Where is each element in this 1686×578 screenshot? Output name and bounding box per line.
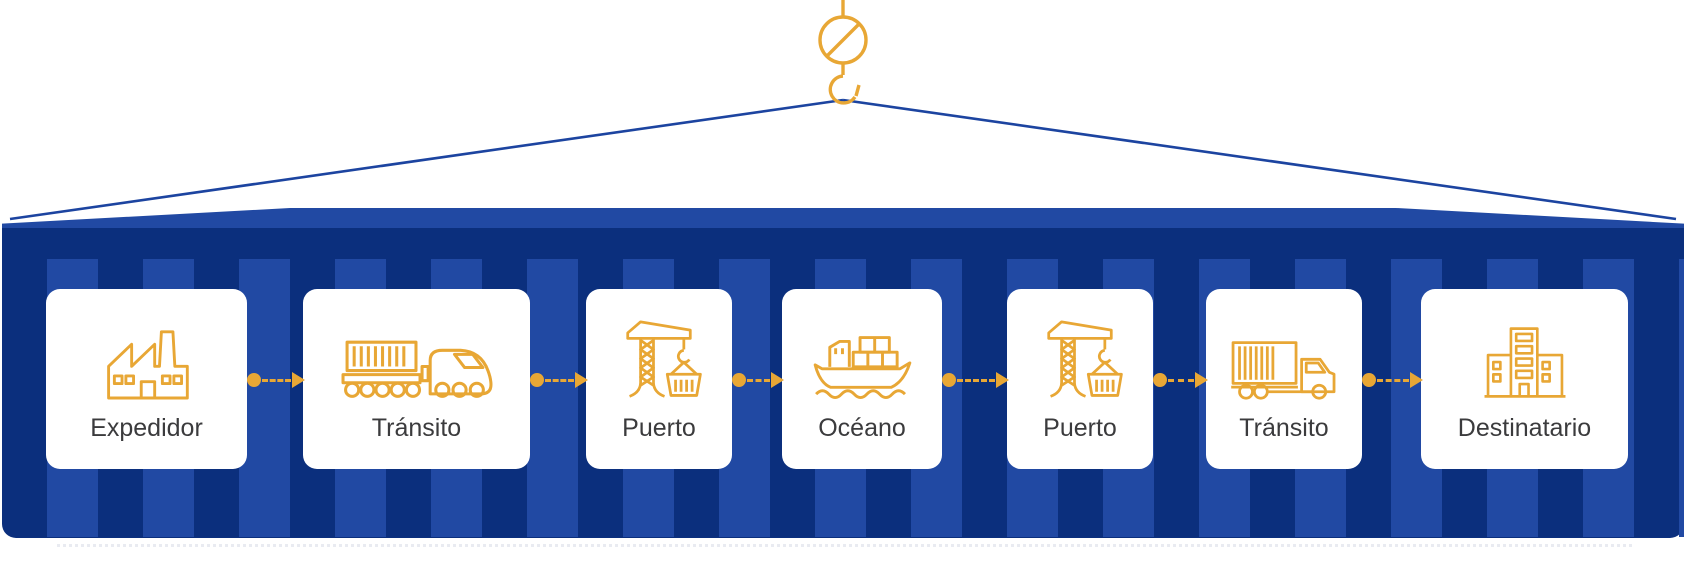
arrow-connector	[247, 372, 305, 388]
arrow-head-icon	[575, 372, 588, 388]
arrow-head-icon	[996, 372, 1009, 388]
arrow-connector	[530, 372, 588, 388]
arrow-head-icon	[1195, 372, 1208, 388]
card-destinatario: Destinatario	[1421, 289, 1628, 469]
arrow-dash	[1377, 378, 1409, 382]
arrow-dot	[530, 373, 544, 387]
arrow-dot	[942, 373, 956, 387]
factory-icon	[99, 323, 195, 401]
container-lid	[2, 208, 1684, 228]
card-expedidor: Expedidor	[46, 289, 247, 469]
arrow-head-icon	[1410, 372, 1423, 388]
arrow-dot	[1362, 373, 1376, 387]
office-building-icon	[1481, 324, 1569, 401]
card-label: Expedidor	[90, 414, 203, 442]
truck-icon	[1229, 338, 1339, 401]
card-label: Puerto	[622, 414, 696, 442]
card-label: Océano	[818, 414, 906, 442]
train-icon	[341, 330, 493, 401]
card-oceano: Océano	[782, 289, 942, 469]
crane-hook-icon	[818, 0, 868, 105]
arrow-dot	[1153, 373, 1167, 387]
card-transito-tren: Tránsito	[303, 289, 530, 469]
cable-left	[9, 98, 844, 221]
arrow-head-icon	[771, 372, 784, 388]
arrow-head-icon	[292, 372, 305, 388]
arrow-connector	[732, 372, 784, 388]
card-puerto-destino: Puerto	[1007, 289, 1153, 469]
arrow-connector	[1153, 372, 1208, 388]
arrow-dash	[747, 378, 770, 382]
arrow-dot	[732, 373, 746, 387]
arrow-dash	[957, 378, 995, 382]
port-crane-icon	[1034, 308, 1126, 401]
arrow-dot	[247, 373, 261, 387]
cable-right	[842, 98, 1677, 221]
card-transito-camion: Tránsito	[1206, 289, 1362, 469]
cargo-ship-icon	[808, 319, 916, 401]
container-shadow	[57, 544, 1632, 547]
port-crane-icon	[613, 308, 705, 401]
arrow-dash	[545, 378, 574, 382]
arrow-connector	[1362, 372, 1423, 388]
card-label: Tránsito	[371, 414, 462, 442]
arrow-dash	[262, 378, 291, 382]
arrow-connector	[942, 372, 1009, 388]
card-puerto-origen: Puerto	[586, 289, 732, 469]
card-label: Puerto	[1043, 414, 1117, 442]
arrow-dash	[1168, 378, 1194, 382]
card-label: Tránsito	[1239, 414, 1329, 442]
card-label: Destinatario	[1457, 414, 1592, 442]
